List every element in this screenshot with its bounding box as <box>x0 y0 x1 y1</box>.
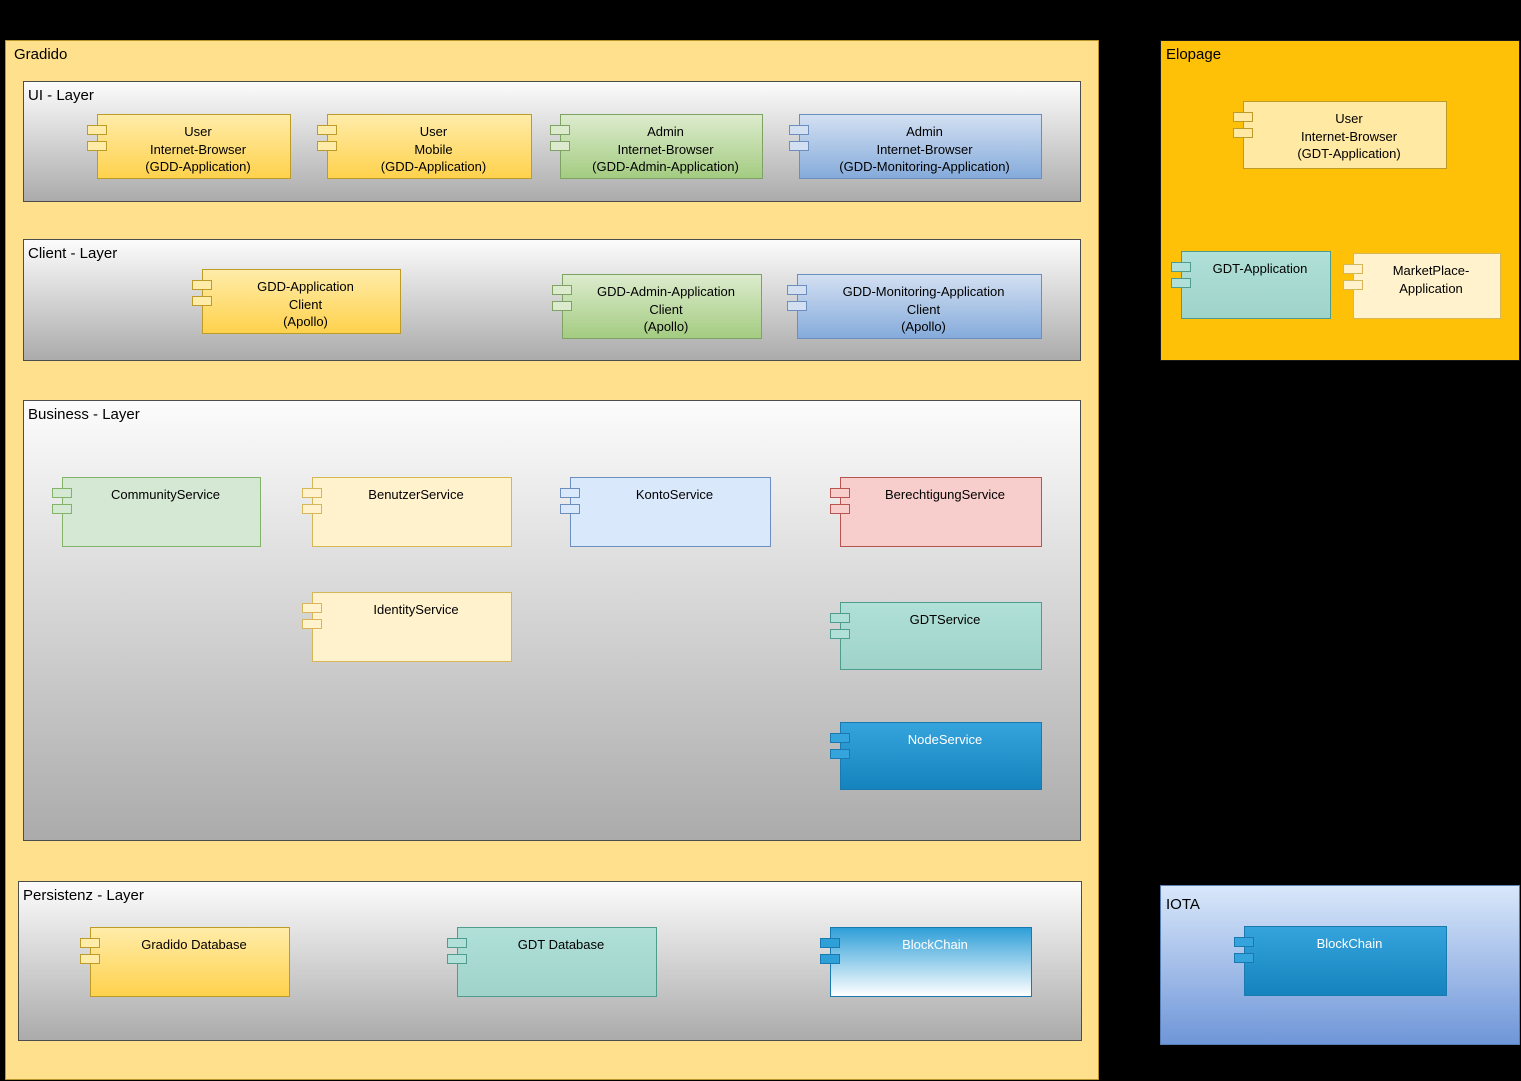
component-port-icon <box>1171 278 1191 288</box>
component-kontoservice: KontoService <box>560 477 771 547</box>
component-port-icon <box>830 733 850 743</box>
component-port-icon <box>820 938 840 948</box>
component-port-icon <box>87 125 107 135</box>
component-port-icon <box>1343 280 1363 290</box>
component-port-icon <box>80 954 100 964</box>
component-port-icon <box>830 504 850 514</box>
iota-title: IOTA <box>1166 896 1200 913</box>
component-port-icon <box>317 141 337 151</box>
component-port-icon <box>830 613 850 623</box>
component-label: GDD-Application Client (Apollo) <box>257 279 354 330</box>
persistenz-layer-title: Persistenz - Layer <box>23 887 144 904</box>
component-port-icon <box>830 749 850 759</box>
component-label: GDT Database <box>517 937 605 952</box>
component-port-icon <box>52 488 72 498</box>
component-label: GDT-Application <box>1212 261 1308 276</box>
component-label: MarketPlace- Application <box>1392 263 1470 296</box>
component-label: BlockChain <box>902 937 968 952</box>
persistenz-layer: Persistenz - Layer Gradido Database GDT … <box>18 881 1082 1041</box>
component-identityservice: IdentityService <box>302 592 512 662</box>
client-layer-title: Client - Layer <box>28 245 118 262</box>
client-layer: Client - Layer GDD-Application Client (A… <box>23 239 1081 361</box>
component-port-icon <box>1233 112 1253 122</box>
component-blockchain: BlockChain <box>820 927 1032 997</box>
component-port-icon <box>550 125 570 135</box>
ui-layer: UI - Layer User Internet-Browser (GDD-Ap… <box>23 81 1081 202</box>
component-gdd-application-client: GDD-Application Client (Apollo) <box>192 269 401 334</box>
component-admin-internet-browser-gdd-admin-application: Admin Internet-Browser (GDD-Admin-Applic… <box>550 114 763 179</box>
iota-container: IOTA BlockChain <box>1160 885 1520 1045</box>
component-marketplace-application: MarketPlace- Application <box>1343 253 1501 319</box>
component-label: GDD-Admin-Application Client (Apollo) <box>597 284 735 335</box>
component-label: KontoService <box>635 487 714 502</box>
component-berechtigungservice: BerechtigungService <box>830 477 1042 547</box>
component-iota-blockchain: BlockChain <box>1234 926 1447 996</box>
component-port-icon <box>302 619 322 629</box>
component-port-icon <box>192 280 212 290</box>
component-port-icon <box>552 285 572 295</box>
component-port-icon <box>192 296 212 306</box>
component-port-icon <box>87 141 107 151</box>
business-layer: Business - Layer CommunityService Benutz… <box>23 400 1081 841</box>
component-label: BerechtigungService <box>885 487 1005 502</box>
component-label: NodeService <box>907 732 983 747</box>
component-label: CommunityService <box>110 487 221 502</box>
component-port-icon <box>1171 262 1191 272</box>
component-port-icon <box>1233 128 1253 138</box>
component-gdt-database: GDT Database <box>447 927 657 997</box>
component-label: IdentityService <box>373 602 459 617</box>
component-port-icon <box>552 301 572 311</box>
gradido-container: Gradido UI - Layer User Internet-Browser… <box>5 40 1099 1080</box>
elopage-title: Elopage <box>1166 46 1222 63</box>
gradido-title: Gradido <box>14 46 68 63</box>
component-port-icon <box>1234 953 1254 963</box>
component-port-icon <box>820 954 840 964</box>
ui-layer-title: UI - Layer <box>28 87 94 104</box>
component-port-icon <box>789 125 809 135</box>
component-user-internet-browser-gdd-application: User Internet-Browser (GDD-Application) <box>87 114 291 179</box>
component-port-icon <box>787 301 807 311</box>
component-benutzerservice: BenutzerService <box>302 477 512 547</box>
component-port-icon <box>550 141 570 151</box>
elopage-container: Elopage User Internet-Browser (GDT-Appli… <box>1160 40 1520 361</box>
component-port-icon <box>302 504 322 514</box>
component-label: User Internet-Browser (GDD-Application) <box>145 124 251 175</box>
component-nodeservice: NodeService <box>830 722 1042 790</box>
component-label: User Mobile (GDD-Application) <box>380 124 487 175</box>
component-port-icon <box>317 125 337 135</box>
component-port-icon <box>302 603 322 613</box>
component-label: Gradido Database <box>141 937 247 952</box>
business-layer-title: Business - Layer <box>28 406 140 423</box>
component-label: Admin Internet-Browser (GDD-Admin-Applic… <box>592 124 739 175</box>
component-communityservice: CommunityService <box>52 477 261 547</box>
component-port-icon <box>560 488 580 498</box>
component-port-icon <box>787 285 807 295</box>
component-label: Admin Internet-Browser (GDD-Monitoring-A… <box>839 124 1010 175</box>
component-label: User Internet-Browser (GDT-Application) <box>1297 111 1401 162</box>
component-user-internet-browser-gdt-application: User Internet-Browser (GDT-Application) <box>1233 101 1447 169</box>
component-user-mobile-gdd-application: User Mobile (GDD-Application) <box>317 114 532 179</box>
component-port-icon <box>830 629 850 639</box>
component-label: GDTService <box>909 612 981 627</box>
component-label: BenutzerService <box>368 487 464 502</box>
component-gdd-monitoring-application-client: GDD-Monitoring-Application Client (Apoll… <box>787 274 1042 339</box>
component-port-icon <box>830 488 850 498</box>
component-port-icon <box>1343 264 1363 274</box>
component-label: BlockChain <box>1316 936 1383 951</box>
component-gdd-admin-application-client: GDD-Admin-Application Client (Apollo) <box>552 274 762 339</box>
component-admin-internet-browser-gdd-monitoring-application: Admin Internet-Browser (GDD-Monitoring-A… <box>789 114 1042 179</box>
component-port-icon <box>302 488 322 498</box>
component-port-icon <box>52 504 72 514</box>
component-port-icon <box>80 938 100 948</box>
component-port-icon <box>1234 937 1254 947</box>
component-gradido-database: Gradido Database <box>80 927 290 997</box>
component-port-icon <box>789 141 809 151</box>
component-port-icon <box>447 954 467 964</box>
component-gdtservice: GDTService <box>830 602 1042 670</box>
component-port-icon <box>447 938 467 948</box>
component-label: GDD-Monitoring-Application Client (Apoll… <box>842 284 1005 335</box>
component-gdt-application: GDT-Application <box>1171 251 1331 319</box>
component-port-icon <box>560 504 580 514</box>
